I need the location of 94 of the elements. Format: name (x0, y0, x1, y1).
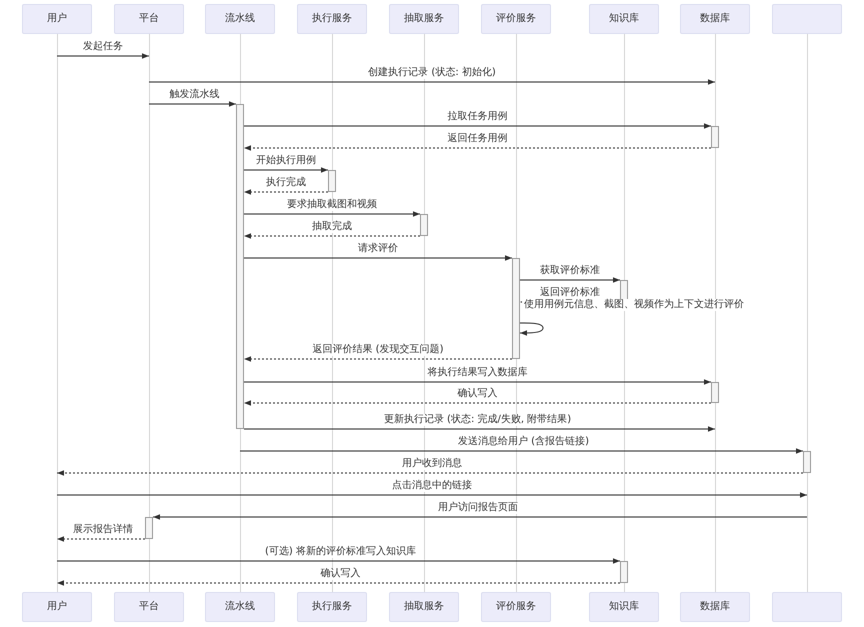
participant-label: 用户 (47, 601, 67, 613)
message-label: 点击消息中的链接 (390, 480, 474, 492)
participant-box (481, 4, 551, 34)
message-arrow (244, 255, 512, 261)
message-label: 用户收到消息 (400, 458, 464, 470)
activation-bar (803, 451, 811, 473)
message-label: 将执行结果写入数据库 (426, 367, 530, 379)
participant-box (680, 592, 750, 622)
reply-arrow (244, 189, 328, 195)
participant-label: 评价服务 (496, 13, 536, 25)
participant-box (297, 4, 367, 34)
participant-label: 执行服务 (312, 601, 352, 613)
lifeline (714, 34, 716, 592)
message-arrow (244, 167, 328, 173)
activation-bar (420, 214, 428, 236)
activation-bar (328, 170, 336, 192)
participant-box (680, 4, 750, 34)
participant-box (22, 4, 92, 34)
message-arrow (148, 101, 236, 107)
message-label: 发送消息给用户 (含报告链接) (456, 436, 591, 448)
message-label: 创建执行记录 (状态: 初始化) (366, 67, 498, 79)
reply-arrow (244, 400, 712, 406)
participant-label: 流水线 (225, 601, 255, 613)
message-arrow (240, 448, 804, 454)
activation-bar (236, 104, 244, 429)
participant-label: 平台 (139, 13, 159, 25)
reply-arrow (56, 470, 804, 476)
participant-box (389, 4, 459, 34)
message-arrow (244, 211, 420, 217)
participant-box (205, 4, 275, 34)
message-label: 请求评价 (356, 243, 400, 255)
message-arrow (244, 426, 716, 432)
reply-arrow (56, 536, 146, 542)
participant-label: 数据库 (700, 601, 730, 613)
activation-bar (512, 258, 520, 359)
message-arrow (56, 492, 808, 498)
lifeline (806, 34, 808, 592)
message-label: 使用用例元信息、截图、视频作为上下文进行评价 (522, 299, 746, 311)
participant-box (297, 592, 367, 622)
participant-box (589, 4, 659, 34)
participant-box (772, 4, 842, 34)
message-label: 用户访问报告页面 (436, 502, 520, 514)
reply-arrow (244, 233, 420, 239)
participant-label: 用户 (47, 13, 67, 25)
message-label: 拉取任务用例 (446, 111, 510, 123)
message-label: 确认写入 (318, 568, 362, 580)
participant-box (205, 592, 275, 622)
message-label: 更新执行记录 (状态: 完成/失败, 附带结果) (382, 414, 574, 426)
participant-label: 抽取服务 (404, 601, 444, 613)
participant-label: 抽取服务 (404, 13, 444, 25)
message-label: 返回评价标准 (538, 287, 602, 299)
message-arrow (244, 123, 712, 129)
participant-box (389, 592, 459, 622)
participant-label: 执行服务 (312, 13, 352, 25)
message-label: 返回评价结果 (发现交互问题) (310, 344, 446, 356)
message-arrow (148, 79, 716, 85)
participant-label: 流水线 (225, 13, 255, 25)
message-label: 执行完成 (264, 177, 308, 189)
message-arrow (56, 53, 150, 59)
message-arrow (520, 277, 620, 283)
message-label: 确认写入 (456, 388, 500, 400)
message-label: 抽取完成 (310, 221, 354, 233)
message-label: 展示报告详情 (71, 524, 135, 536)
message-label: 发起任务 (81, 41, 125, 53)
participant-label: 平台 (139, 601, 159, 613)
message-label: (可选) 将新的评价标准写入知识库 (263, 546, 418, 558)
participant-label: 评价服务 (496, 601, 536, 613)
participant-box (589, 592, 659, 622)
message-arrow (56, 558, 620, 564)
activation-bar (620, 561, 628, 583)
reply-arrow (244, 356, 512, 362)
message-arrow (244, 379, 712, 385)
participant-label: 知识库 (609, 13, 639, 25)
reply-arrow (56, 580, 620, 586)
participant-box (114, 592, 184, 622)
message-label: 开始执行用例 (254, 155, 318, 167)
participant-box (772, 592, 842, 622)
participant-box (22, 592, 92, 622)
activation-bar (711, 126, 719, 148)
activation-bar (145, 517, 153, 539)
participant-label: 数据库 (700, 13, 730, 25)
lifeline (56, 34, 58, 592)
message-label: 要求抽取截图和视频 (285, 199, 379, 211)
message-label: 触发流水线 (168, 89, 222, 101)
message-label: 获取评价标准 (538, 265, 602, 277)
activation-bar (711, 382, 719, 403)
self-message-arrow (520, 322, 544, 336)
message-label: 返回任务用例 (446, 133, 510, 145)
lifeline (148, 34, 150, 592)
participant-box (114, 4, 184, 34)
message-arrow (152, 514, 808, 520)
participant-box (481, 592, 551, 622)
reply-arrow (244, 145, 712, 151)
participant-label: 知识库 (609, 601, 639, 613)
